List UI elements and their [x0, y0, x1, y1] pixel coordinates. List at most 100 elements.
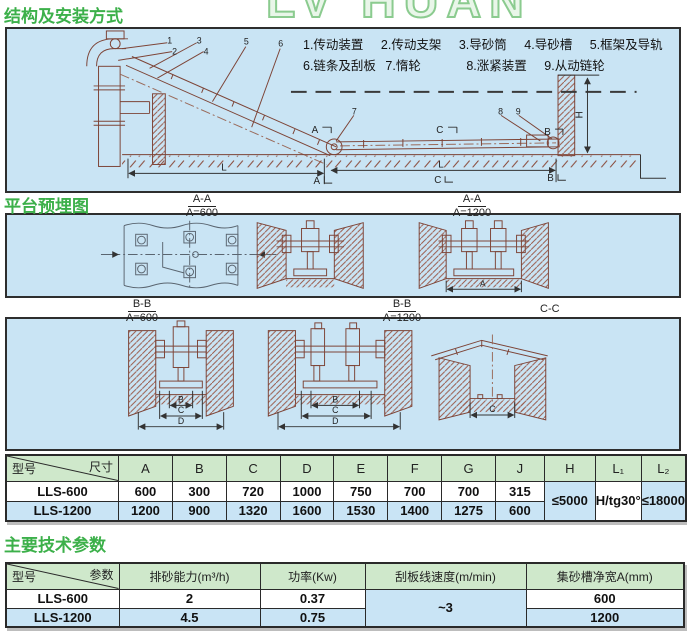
- corner-col-label: 参数: [89, 568, 114, 582]
- corner-row-label: 型号: [12, 570, 37, 584]
- column-header: B: [171, 454, 227, 482]
- section-mark-B-top: B: [544, 127, 551, 138]
- model-cell: LLS-1200: [5, 607, 120, 628]
- section-mark-A-top: A: [312, 125, 319, 136]
- dim-label-D: D: [178, 416, 184, 426]
- embedded-platform-panel-upper: A: [5, 213, 681, 298]
- part-callout-9: 9: [516, 106, 521, 116]
- view-label-top: B-B: [387, 298, 417, 312]
- legend-item: 2.传动支架: [380, 38, 442, 52]
- view-label-aa1200: A-A A=1200: [438, 193, 506, 219]
- legend-item: 7.惰轮: [385, 59, 421, 73]
- view-label-top: B-B: [127, 298, 157, 312]
- part-callout-3: 3: [197, 36, 202, 46]
- section-mark-A-bottom: A: [314, 176, 321, 187]
- table-row: LLS-600 2 0.37 ~3 600: [5, 588, 685, 628]
- column-header: C: [225, 454, 281, 482]
- table-cell: 1200: [118, 500, 173, 522]
- view-label-bottom: A=600: [185, 206, 219, 219]
- dim-label-H: H: [575, 111, 586, 118]
- corner-col-label: 尺寸: [89, 460, 114, 474]
- column-header: E: [333, 454, 389, 482]
- dim-label-D: D: [332, 416, 338, 426]
- table-cell: 1600: [279, 500, 335, 522]
- dim-label-C: C: [489, 404, 495, 414]
- platform-sections-drawing-lower: B C D B C D: [128, 320, 548, 431]
- legend-item: 3.导砂筒: [458, 38, 507, 52]
- diagonal-divider: [7, 456, 118, 481]
- conveyor-side-view-drawing: 1 2 3 4 5 6 7 8 9 L L H A A C C B B: [86, 30, 667, 187]
- section-title-platform: 平台预埋图: [4, 197, 89, 216]
- parts-legend: 1.传动装置 2.传动支架 3.导砂筒 4.导砂槽 5.框架及导轨 6.链条及刮…: [303, 35, 679, 77]
- table-cell: 1530: [333, 500, 389, 522]
- dim-label-C: C: [332, 405, 338, 415]
- part-callout-1: 1: [167, 36, 172, 46]
- section-mark-C-top: C: [436, 125, 443, 136]
- section-title-structure: 结构及安装方式: [4, 7, 123, 26]
- section-title-parameters: 主要技术参数: [4, 536, 106, 555]
- column-header: F: [387, 454, 443, 482]
- column-header: A: [118, 454, 173, 482]
- legend-item: 1.传动装置: [303, 38, 364, 52]
- merged-cell-L2: ≤18000: [640, 480, 687, 522]
- column-header: 集砂槽净宽A(mm): [525, 562, 685, 590]
- dim-label-L-left: L: [221, 162, 227, 173]
- part-callout-4: 4: [204, 47, 209, 57]
- table-cell: 600: [525, 588, 685, 609]
- column-header: 功率(Kw): [259, 562, 366, 590]
- view-label-bottom: A=1200: [452, 206, 492, 219]
- column-header: L₂: [640, 454, 687, 482]
- legend-item: 9.从动链轮: [544, 59, 605, 73]
- column-header: 刮板线速度(m/min): [364, 562, 527, 590]
- table-cell: 2: [118, 588, 261, 609]
- legend-item: 4.导砂槽: [524, 38, 573, 52]
- table-cell: 900: [171, 500, 227, 522]
- part-callout-8: 8: [498, 106, 503, 116]
- column-header: G: [441, 454, 496, 482]
- table-cell: 1275: [441, 500, 496, 522]
- table-cell: 700: [441, 480, 496, 502]
- table-cell: 315: [494, 480, 545, 502]
- table-cell: 750: [333, 480, 389, 502]
- table-cell: 1320: [225, 500, 281, 522]
- legend-item: 8.涨紧装置: [466, 59, 527, 73]
- view-label-top: A-A: [187, 193, 217, 207]
- view-label-bb600: B-B A=600: [110, 298, 174, 324]
- structure-diagram-panel: 1 2 3 4 5 6 7 8 9 L L H A A C C B B 1.传动…: [5, 27, 681, 193]
- column-header: D: [279, 454, 335, 482]
- section-mark-B-bottom: B: [547, 173, 554, 184]
- view-label-bb1200: B-B A=1200: [368, 298, 436, 324]
- table-cell: 1200: [525, 607, 685, 628]
- model-cell: LLS-600: [5, 588, 120, 609]
- table-cell: 600: [494, 500, 545, 522]
- part-callout-5: 5: [244, 37, 249, 47]
- table-cell: 300: [171, 480, 227, 502]
- model-cell: LLS-600: [5, 480, 120, 502]
- dim-label-B: B: [332, 394, 338, 404]
- column-header: H: [543, 454, 596, 482]
- dim-label-B: B: [178, 394, 184, 404]
- table-cell: 720: [225, 480, 281, 502]
- view-label-bottom: A=1200: [382, 311, 422, 324]
- legend-item: 6.链条及刮板: [303, 59, 376, 73]
- merged-cell-speed: ~3: [364, 588, 527, 628]
- table-cell: 600: [118, 480, 173, 502]
- model-cell: LLS-1200: [5, 500, 120, 522]
- platform-sections-drawing-upper: A: [100, 220, 549, 293]
- view-label-aa600: A-A A=600: [170, 193, 234, 219]
- part-callout-6: 6: [278, 39, 283, 49]
- column-header: 排砂能力(m³/h): [118, 562, 261, 590]
- column-header: J: [494, 454, 545, 482]
- parameters-table: 参数 型号 排砂能力(m³/h) 功率(Kw) 刮板线速度(m/min) 集砂槽…: [5, 562, 685, 628]
- table-cell: 1400: [387, 500, 443, 522]
- brand-watermark: LV HUAN: [265, 0, 532, 29]
- table-row: LLS-1200 1200 900 1320 1600 1530 1400 12…: [5, 500, 686, 522]
- view-label-bottom: A=600: [125, 311, 159, 324]
- table-cell: 0.75: [259, 607, 366, 628]
- table-cell: 700: [387, 480, 443, 502]
- legend-item: 5.框架及导轨: [589, 38, 663, 52]
- embedded-platform-panel-lower: B C D B C D: [5, 317, 681, 451]
- diagonal-divider: [7, 564, 119, 589]
- part-callout-2: 2: [172, 47, 177, 57]
- table-row: LLS-1200 4.5 0.75 1200: [5, 607, 685, 628]
